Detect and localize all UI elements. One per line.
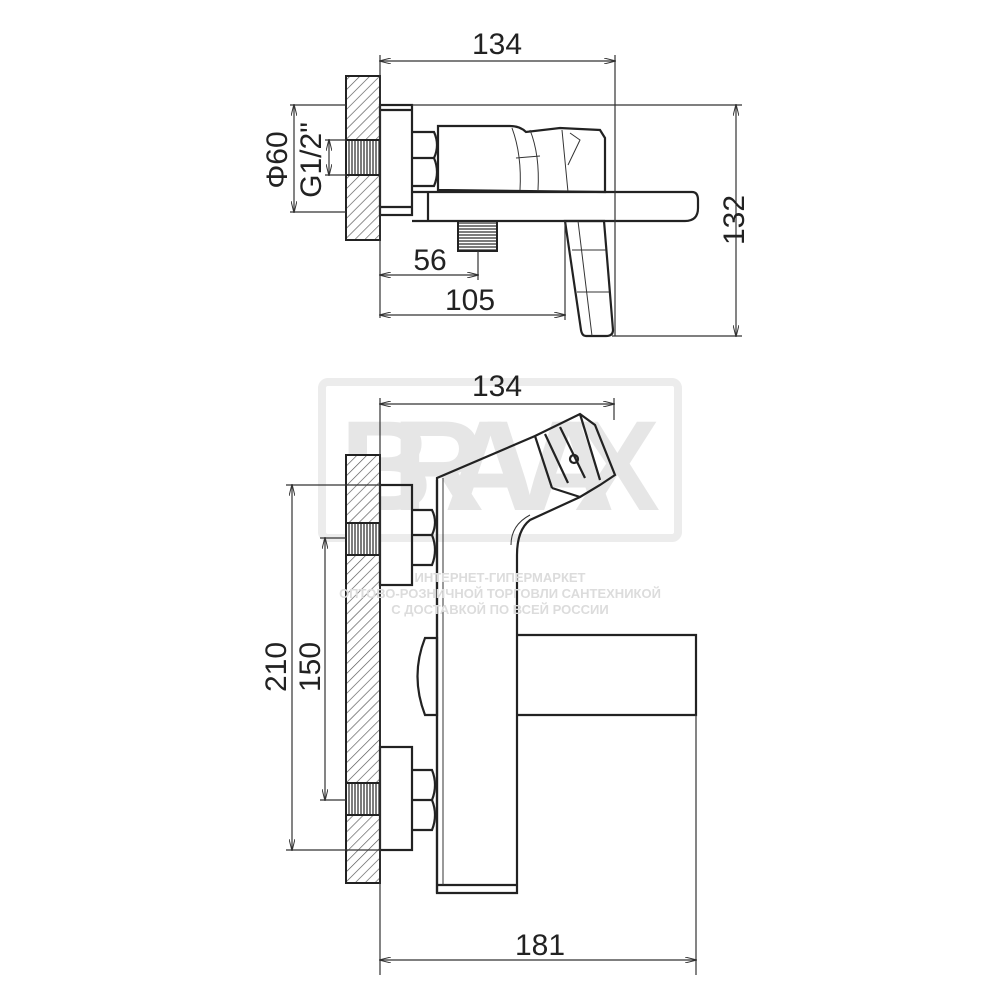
diverter — [416, 636, 439, 717]
dim-inlet-spacing: 150 — [294, 642, 327, 692]
flange — [378, 103, 414, 217]
dim-flange-diameter: Φ60 — [261, 131, 294, 188]
mixer-body — [436, 124, 607, 194]
dim-total-width: 181 — [515, 929, 565, 962]
watermark-line1: ИНТЕРНЕТ-ГИПЕРМАРКЕТ — [414, 570, 585, 585]
hex-nut-bottom — [412, 768, 437, 832]
dim-outer-spacing: 210 — [260, 642, 293, 692]
watermark-line3: С ДОСТАВКОЙ ПО ВСЕЙ РОССИИ — [391, 602, 608, 617]
inlet-thread-top — [345, 522, 381, 556]
inlet-thread — [345, 139, 381, 176]
cap-screw — [568, 453, 580, 465]
hex-nut — [412, 130, 439, 188]
hex-nut-top — [412, 508, 437, 567]
watermark-line2: ОПТОВО-РОЗНИЧНОЙ ТОРГОВЛИ САНТЕХНИКОЙ — [339, 586, 661, 601]
spout — [517, 633, 698, 717]
dim-top-width: 134 — [472, 28, 522, 61]
cartridge-cap — [533, 413, 602, 499]
dim-top-height: 132 — [718, 195, 751, 245]
dim-lever-offset: 105 — [445, 284, 495, 317]
dim-thread: G1/2" — [295, 122, 328, 198]
watermark-text: ИНТЕРНЕТ-ГИПЕРМАРКЕТ ОПТОВО-РОЗНИЧНОЙ ТО… — [339, 570, 661, 617]
lever-handle — [563, 219, 615, 338]
dim-front-top-width: 134 — [472, 370, 522, 403]
spout — [412, 190, 700, 223]
watermark-logo-group: BRAVAX — [318, 378, 682, 542]
inlet-thread-bottom — [345, 782, 381, 816]
top-view: 134 132 Φ60 G1/2" 56 105 — [261, 28, 751, 338]
watermark-logo: BRAVAX — [340, 395, 660, 538]
front-view: 134 181 210 150 — [260, 370, 698, 975]
flange-bottom — [378, 745, 414, 852]
watermark-frame — [318, 378, 682, 542]
dim-outlet-offset: 56 — [413, 244, 446, 277]
outlet-thread — [457, 220, 498, 252]
mixer-body — [435, 412, 617, 895]
wall-section — [345, 454, 381, 884]
